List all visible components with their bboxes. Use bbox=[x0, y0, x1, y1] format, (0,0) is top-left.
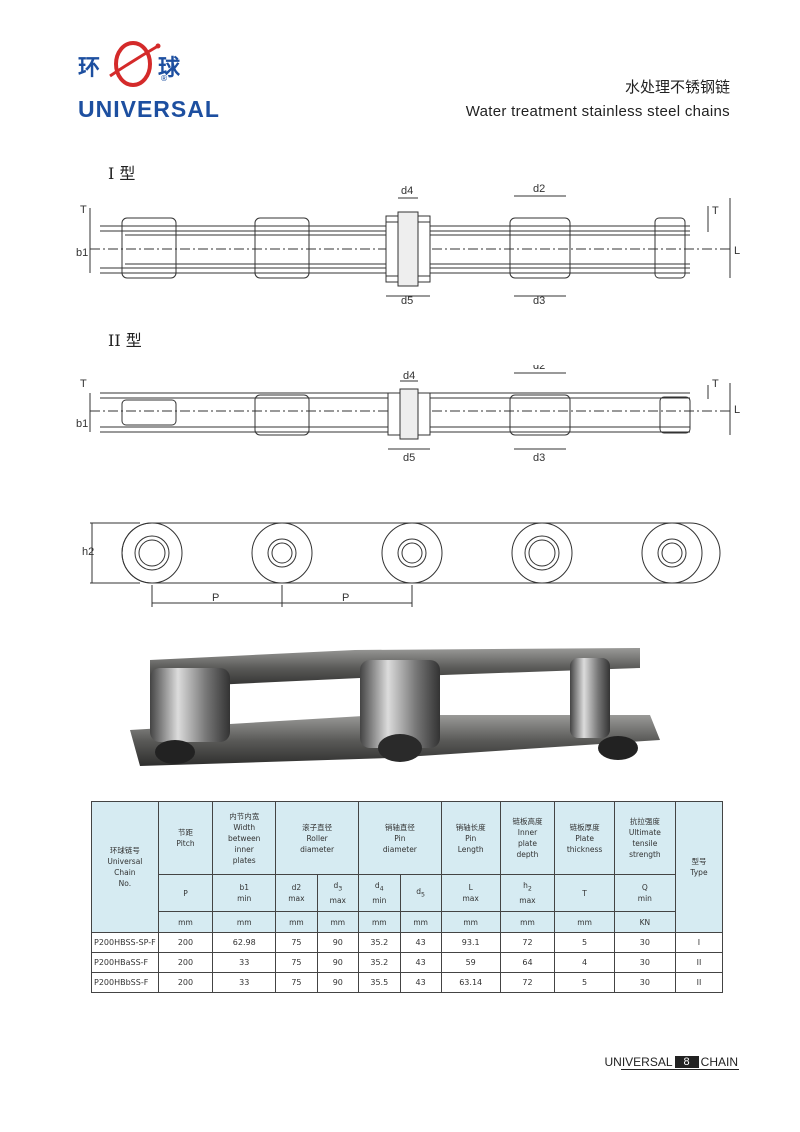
dim-P-2: P bbox=[342, 592, 349, 604]
dim-d3: d3 bbox=[533, 295, 545, 307]
dim-d4: d4 bbox=[403, 370, 415, 382]
footer-brand: UNIVERSAL bbox=[604, 1055, 673, 1069]
footer-divider bbox=[621, 1069, 739, 1070]
page-number: 8 bbox=[674, 1056, 699, 1068]
dim-d4: d4 bbox=[401, 185, 413, 197]
col-type-header: 型号 Type bbox=[674, 801, 724, 933]
table-row: P200HBSS-SP-F 200 62.98 75 90 35.2 43 93… bbox=[91, 932, 724, 953]
dim-T-left: T bbox=[80, 378, 87, 390]
dim-L: L bbox=[734, 245, 740, 257]
col-pitch-header: 节距 Pitch bbox=[157, 801, 214, 875]
col-tensile-header: 抗拉强度 Ultimate tensile strength bbox=[613, 801, 676, 875]
dim-T-right: T bbox=[712, 205, 719, 217]
dim-T-left: T bbox=[80, 204, 87, 216]
footer-chain: CHAIN bbox=[700, 1055, 738, 1069]
dim-L: L bbox=[734, 404, 740, 416]
type-1-label: I 型 bbox=[108, 164, 136, 183]
table-unit-row: mm mm mm mm mm mm mm mm mm KN bbox=[92, 911, 723, 933]
col-pin-header: 销轴直径 Pin diameter bbox=[358, 801, 442, 875]
type-2-label: II 型 bbox=[108, 331, 142, 350]
col-width-header: 内节内宽 Width between inner plates bbox=[212, 801, 277, 875]
brand-chinese: 环球 bbox=[78, 50, 182, 82]
dim-d2: d2 bbox=[533, 365, 545, 372]
chain-photo bbox=[130, 648, 660, 766]
dim-d5: d5 bbox=[403, 452, 415, 464]
type-2-drawing: T b1 d4 d5 d2 d3 T L bbox=[76, 365, 740, 464]
side-view-drawing: h2 P P bbox=[82, 522, 721, 607]
col-roller-header: 滚子直径 Roller diameter bbox=[275, 801, 360, 875]
table-row: P200HBbSS-F 200 33 75 90 35.5 43 63.14 7… bbox=[91, 972, 724, 993]
page-title-cn: 水处理不锈钢链 bbox=[624, 78, 730, 96]
dim-d3: d3 bbox=[533, 452, 545, 464]
registered-mark: ® bbox=[160, 74, 168, 83]
dim-b1: b1 bbox=[76, 418, 88, 430]
globe-logo-icon bbox=[109, 41, 161, 87]
page-title-en: Water treatment stainless steel chains bbox=[465, 103, 730, 120]
brand-cn-left: 环 bbox=[78, 56, 103, 81]
table-row: P200HBaSS-F 200 33 75 90 35.2 43 59 64 4… bbox=[91, 952, 724, 973]
dim-P-1: P bbox=[212, 592, 219, 604]
dim-d2: d2 bbox=[533, 183, 545, 195]
table-header-row-1: 环球链号 Universal Chain No. 节距 Pitch 内节内宽 W… bbox=[91, 801, 724, 933]
spec-table: 环球链号 Universal Chain No. 节距 Pitch 内节内宽 W… bbox=[91, 801, 724, 993]
brand-english: UNIVERSAL bbox=[78, 96, 220, 122]
brand-cn-right: 球 bbox=[158, 56, 183, 81]
col-thick-header: 链板厚度 Plate thickness bbox=[554, 801, 615, 875]
col-depth-header: 链板高度 Inner plate depth bbox=[499, 801, 556, 875]
type-1-drawing: T b1 d4 d5 d2 d3 T L bbox=[76, 183, 740, 307]
page-footer: UNIVERSAL 8 CHAIN bbox=[605, 1055, 739, 1069]
dim-h2: h2 bbox=[82, 546, 94, 558]
dim-d5: d5 bbox=[401, 295, 413, 307]
dim-T-right: T bbox=[712, 378, 719, 390]
col-model-header: 环球链号 Universal Chain No. bbox=[91, 801, 159, 933]
dim-b1: b1 bbox=[76, 247, 88, 259]
col-pinlen-header: 销轴长度 Pin Length bbox=[440, 801, 501, 875]
